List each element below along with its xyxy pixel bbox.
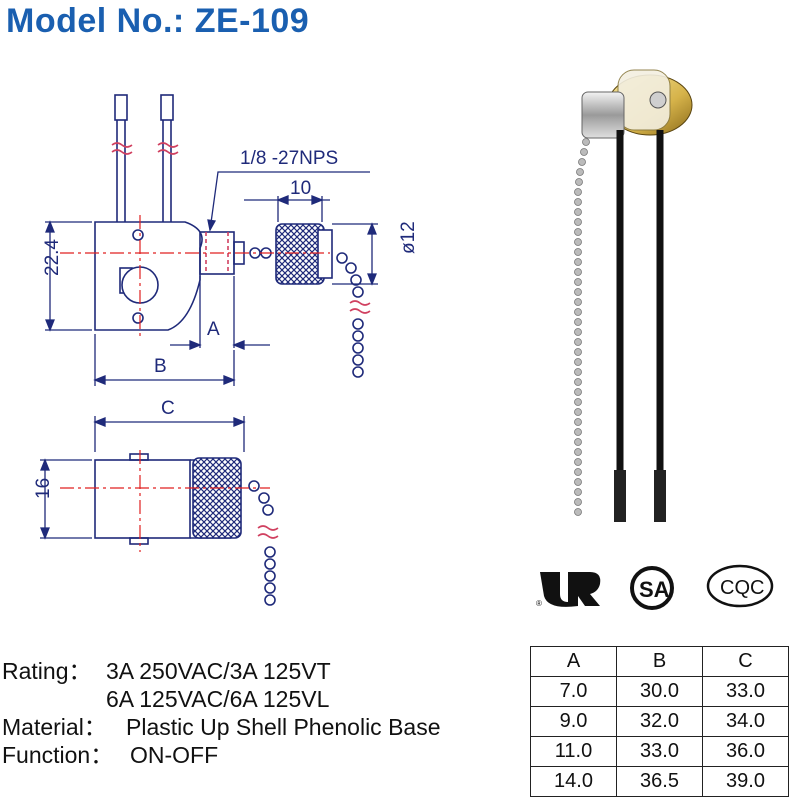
material-row: Material： Plastic Up Shell Phenolic Base (2, 713, 441, 741)
model-title: Model No.: ZE-109 (6, 2, 310, 40)
product-photo (574, 69, 693, 522)
dimension-labels: 1/8 -27NPS 10 22.4 ø12 A B C 16 (33, 148, 419, 499)
dim-16-label: 16 (33, 478, 54, 499)
table-cell: 7.0 (530, 676, 617, 707)
svg-text:CQC: CQC (720, 577, 764, 599)
top-view (94, 94, 371, 378)
side-knob (192, 457, 242, 539)
rating-label: Rating： (2, 658, 92, 684)
svg-text:®: ® (536, 599, 542, 608)
material-value: Plastic Up Shell Phenolic Base (126, 714, 441, 740)
rating-line1: 3A 250VAC/3A 125VT (106, 658, 331, 684)
cqc-mark-icon: CQC (706, 564, 774, 608)
table-row: 14.0 36.5 39.0 (530, 766, 789, 797)
pull-knob (275, 223, 325, 285)
dimension-table: A B C 7.0 30.0 33.0 9.0 32.0 34.0 11.0 3… (530, 646, 789, 797)
dim-10-label: 10 (290, 178, 311, 199)
table-row: 9.0 32.0 34.0 (530, 706, 789, 737)
top-view-dimensions (40, 171, 378, 540)
table-cell: 39.0 (702, 766, 789, 797)
function-value: ON-OFF (130, 742, 219, 768)
rating-row: Rating： 3A 250VAC/3A 125VT (2, 657, 441, 685)
table-header-row: A B C (530, 646, 789, 677)
lead-terminal-right (160, 94, 174, 121)
rating-line2: 6A 125VAC/6A 125VL (106, 686, 330, 712)
technical-drawing: 1/8 -27NPS 10 22.4 ø12 A B C 16 (33, 69, 774, 610)
side-body (94, 459, 191, 539)
dim-22-4-label: 22.4 (42, 239, 63, 276)
table-row: 7.0 30.0 33.0 (530, 676, 789, 707)
thread-label: 1/8 -27NPS (240, 148, 338, 169)
side-view-centerlines (60, 450, 270, 552)
svg-text:SA: SA (639, 577, 670, 602)
table-cell: 14.0 (530, 766, 617, 797)
rating-row-2: 6A 125VAC/6A 125VL (2, 685, 441, 713)
top-view-centerlines (60, 215, 330, 340)
ur-mark-icon: ® (536, 572, 601, 608)
function-label: Function： (2, 742, 114, 768)
table-cell: 33.0 (616, 736, 703, 767)
table-row: 11.0 33.0 36.0 (530, 736, 789, 767)
table-cell: 34.0 (702, 706, 789, 737)
header-b: B (616, 646, 703, 677)
table-cell: 33.0 (702, 676, 789, 707)
material-label: Material： (2, 714, 107, 740)
header-c: C (702, 646, 789, 677)
table-cell: 36.5 (616, 766, 703, 797)
function-row: Function： ON-OFF (2, 741, 441, 769)
dim-12-label: ø12 (398, 221, 419, 254)
csa-mark-icon: SA (630, 566, 674, 610)
header-a: A (530, 646, 617, 677)
table-cell: 30.0 (616, 676, 703, 707)
dim-a-label: A (207, 319, 220, 340)
table-cell: 11.0 (530, 736, 617, 767)
table-cell: 9.0 (530, 706, 617, 737)
table-cell: 32.0 (616, 706, 703, 737)
side-view (94, 453, 279, 606)
photo-bead-chain (574, 138, 590, 516)
table-cell: 36.0 (702, 736, 789, 767)
dim-c-label: C (161, 398, 175, 419)
lead-terminal-left (114, 94, 128, 121)
spec-list: Rating： 3A 250VAC/3A 125VT 6A 125VAC/6A 1… (2, 657, 441, 769)
dim-b-label: B (154, 356, 167, 377)
photo-chrome-knob (581, 91, 625, 139)
